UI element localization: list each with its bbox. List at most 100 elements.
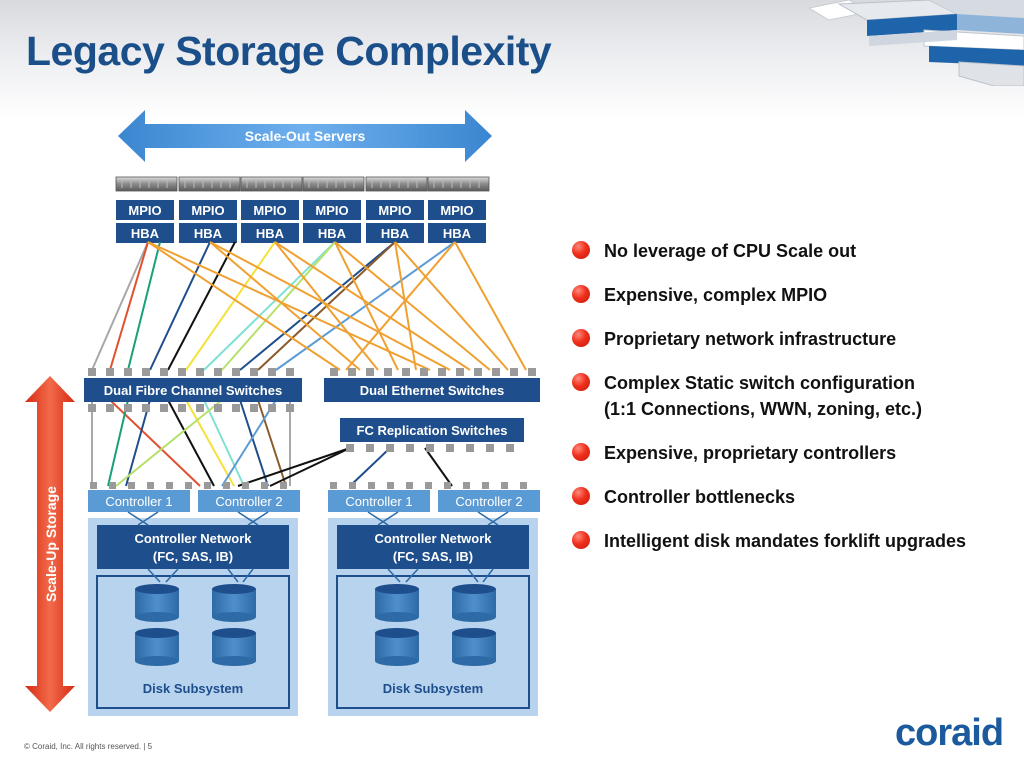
mpio-label: MPIO bbox=[191, 203, 224, 218]
controller-label: Controller 2 bbox=[455, 494, 522, 509]
bullet-text: Intelligent disk mandates forklift upgra… bbox=[604, 528, 1012, 554]
controller-network-box bbox=[337, 525, 529, 569]
controller-network-label: Controller Network bbox=[134, 531, 252, 546]
header-background bbox=[0, 0, 1024, 120]
hba-box bbox=[116, 223, 174, 243]
port bbox=[506, 444, 514, 452]
red-bullet-icon bbox=[572, 531, 590, 549]
bullet-item: Controller bottlenecks bbox=[572, 484, 1012, 510]
disk-icon bbox=[452, 584, 496, 622]
controller-box bbox=[198, 490, 300, 512]
port bbox=[142, 368, 150, 376]
port bbox=[204, 482, 211, 489]
port bbox=[268, 404, 276, 412]
scale-up-label: Scale-Up Storage bbox=[43, 486, 59, 602]
controller-network-box bbox=[97, 525, 289, 569]
disk-icon bbox=[212, 584, 256, 622]
port bbox=[90, 482, 97, 489]
port bbox=[286, 368, 294, 376]
server-2: MPIO HBA bbox=[178, 176, 241, 243]
hba-label: HBA bbox=[318, 226, 347, 241]
port bbox=[349, 482, 356, 489]
red-bullet-icon bbox=[572, 241, 590, 259]
port bbox=[510, 368, 518, 376]
port bbox=[214, 404, 222, 412]
port bbox=[446, 444, 454, 452]
bullet-line: No leverage of CPU Scale out bbox=[604, 241, 857, 261]
mpio-label: MPIO bbox=[378, 203, 411, 218]
mpio-label: MPIO bbox=[253, 203, 286, 218]
port bbox=[214, 368, 222, 376]
hba-box bbox=[241, 223, 299, 243]
eth-switches-label: Dual Ethernet Switches bbox=[360, 383, 504, 398]
port bbox=[286, 404, 294, 412]
controller-label: Controller 1 bbox=[345, 494, 412, 509]
red-bullet-icon bbox=[572, 487, 590, 505]
port bbox=[384, 368, 392, 376]
mpio-label: MPIO bbox=[440, 203, 473, 218]
port bbox=[124, 368, 132, 376]
disk-icon bbox=[135, 628, 179, 666]
port bbox=[250, 404, 258, 412]
port bbox=[178, 404, 186, 412]
disk-icon bbox=[375, 628, 419, 666]
server-6: MPIO HBA bbox=[427, 176, 490, 243]
port bbox=[261, 482, 268, 489]
server-chassis bbox=[365, 176, 428, 192]
port bbox=[426, 444, 434, 452]
stacked-blocks-graphic bbox=[809, 0, 1024, 86]
bullet-text: Expensive, complex MPIO bbox=[604, 282, 1012, 308]
mpio-box bbox=[303, 200, 361, 220]
bullet-item: Intelligent disk mandates forklift upgra… bbox=[572, 528, 1012, 554]
mpio-box bbox=[428, 200, 486, 220]
port bbox=[444, 482, 451, 489]
port bbox=[406, 482, 413, 489]
port bbox=[178, 368, 186, 376]
hba-box bbox=[366, 223, 424, 243]
hba-label: HBA bbox=[194, 226, 223, 241]
bullet-line: Controller bottlenecks bbox=[604, 487, 796, 507]
bullet-line: Intelligent disk mandates forklift upgra… bbox=[604, 531, 967, 551]
red-bullet-icon bbox=[572, 373, 590, 391]
port bbox=[466, 444, 474, 452]
bullet-line: Expensive, proprietary controllers bbox=[604, 443, 897, 463]
port bbox=[185, 482, 192, 489]
bullet-line: Complex Static switch configuration bbox=[604, 373, 916, 393]
mpio-box bbox=[179, 200, 237, 220]
fc-switch-ports bbox=[88, 368, 536, 412]
server-chassis bbox=[240, 176, 303, 192]
hba-box bbox=[179, 223, 237, 243]
slide-title: Legacy Storage Complexity bbox=[26, 28, 552, 74]
port bbox=[387, 482, 394, 489]
port bbox=[106, 368, 114, 376]
hba-box bbox=[303, 223, 361, 243]
bullet-item: Expensive, complex MPIO bbox=[572, 282, 1012, 308]
port bbox=[482, 482, 489, 489]
port bbox=[348, 368, 356, 376]
port bbox=[456, 368, 464, 376]
port bbox=[160, 404, 168, 412]
mpio-box bbox=[366, 200, 424, 220]
hba-label: HBA bbox=[256, 226, 285, 241]
controller-network-protocols: (FC, SAS, IB) bbox=[153, 549, 233, 564]
fc-replication-label: FC Replication Switches bbox=[357, 423, 508, 438]
port bbox=[196, 404, 204, 412]
port bbox=[280, 482, 287, 489]
port bbox=[346, 444, 354, 452]
port bbox=[330, 482, 337, 489]
mpio-box bbox=[241, 200, 299, 220]
hba-label: HBA bbox=[443, 226, 472, 241]
controller-box bbox=[88, 490, 190, 512]
bullet-item: Proprietary network infrastructure bbox=[572, 326, 1012, 352]
fc-replication-switches: FC Replication Switches bbox=[340, 418, 524, 442]
port bbox=[250, 368, 258, 376]
hba-label: HBA bbox=[131, 226, 160, 241]
port bbox=[106, 404, 114, 412]
red-bullet-icon bbox=[572, 329, 590, 347]
